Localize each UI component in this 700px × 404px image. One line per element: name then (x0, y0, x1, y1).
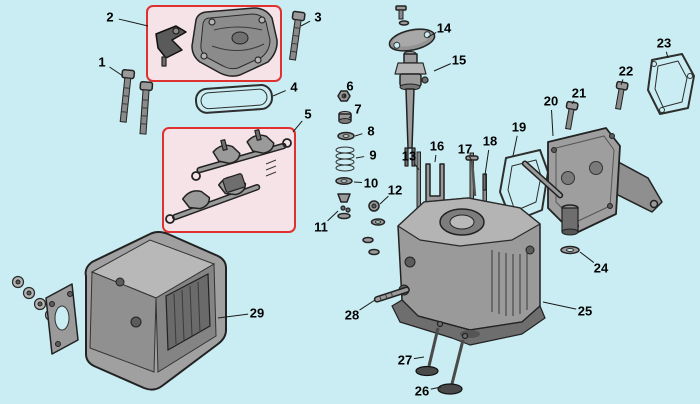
bolt (565, 100, 579, 130)
callout-12: 12 (388, 183, 402, 198)
leader-line-19 (512, 135, 518, 157)
callout-7: 7 (354, 102, 361, 117)
callout-22: 22 (619, 64, 633, 79)
callout-21: 21 (572, 86, 586, 101)
callout-10: 10 (364, 176, 378, 191)
leader-line-5 (292, 120, 303, 133)
leader-line-6 (343, 93, 347, 98)
callout-9: 9 (369, 148, 376, 163)
leader-line-23 (665, 51, 669, 59)
callout-26: 26 (415, 384, 429, 399)
callout-6: 6 (346, 79, 353, 94)
leader-line-12 (379, 195, 389, 205)
callout-17: 17 (458, 142, 472, 157)
exhaust-gasket (647, 53, 695, 115)
leader-line-4 (272, 90, 286, 97)
callout-2: 2 (106, 10, 113, 25)
leader-line-28 (359, 299, 376, 311)
leader-line-21 (571, 100, 575, 105)
callout-8: 8 (367, 124, 374, 139)
callout-14: 14 (437, 21, 452, 36)
cylinder-block (391, 197, 546, 346)
head-gasket (499, 149, 549, 223)
leader-line-20 (551, 109, 554, 137)
callout-25: 25 (578, 304, 592, 319)
leader-line-9 (355, 156, 365, 159)
bolt (615, 80, 629, 110)
leader-line-29 (217, 313, 249, 319)
leader-line-8 (354, 133, 363, 137)
leader-line-7 (348, 115, 352, 119)
callout-11: 11 (314, 220, 328, 235)
leader-line-26 (430, 386, 442, 390)
crankcase-cover (11, 231, 227, 391)
leader-line-24 (579, 251, 595, 263)
callout-29: 29 (250, 306, 264, 321)
oil-seal-set (521, 160, 580, 255)
leader-line-27 (413, 356, 425, 360)
callout-27: 27 (398, 353, 412, 368)
valve-cover (191, 7, 278, 77)
parts-layer (11, 5, 695, 395)
leader-line-1 (109, 66, 124, 77)
callout-18: 18 (483, 134, 497, 149)
valves (415, 320, 469, 395)
side-flange (45, 283, 79, 355)
filler-plate (388, 5, 436, 52)
leader-line-17 (469, 156, 473, 162)
callout-3: 3 (314, 10, 321, 25)
valve-cover-gasket (194, 84, 274, 114)
nut-washer-set (362, 200, 386, 256)
dowel-pin (482, 173, 487, 191)
callout-5: 5 (304, 107, 311, 122)
leader-line-14 (427, 31, 437, 38)
callout-1: 1 (98, 55, 105, 70)
callout-4: 4 (290, 80, 298, 95)
bolt (288, 10, 306, 61)
latch-lever (155, 25, 187, 67)
rocker-arm-assembly (165, 129, 292, 224)
dipstick-rod (465, 155, 479, 197)
leader-line-22 (620, 79, 624, 86)
callout-19: 19 (512, 120, 526, 135)
callout-20: 20 (544, 94, 558, 109)
callout-15: 15 (452, 53, 466, 68)
pump-assembly (394, 50, 429, 167)
callout-16: 16 (430, 139, 444, 154)
callout-23: 23 (657, 36, 671, 51)
leader-line-18 (484, 149, 490, 176)
hardware-column (335, 90, 355, 220)
leader-line-2 (118, 18, 149, 27)
leader-line-11 (327, 210, 339, 222)
bolt-pair (119, 68, 154, 135)
leader-line-13 (413, 163, 420, 171)
leader-line-16 (434, 154, 437, 163)
callout-13: 13 (402, 149, 416, 164)
leader-line-15 (433, 63, 451, 72)
leader-line-3 (300, 20, 311, 27)
leader-line-25 (542, 301, 577, 310)
callout-28: 28 (345, 308, 359, 323)
callout-24: 24 (594, 261, 609, 276)
